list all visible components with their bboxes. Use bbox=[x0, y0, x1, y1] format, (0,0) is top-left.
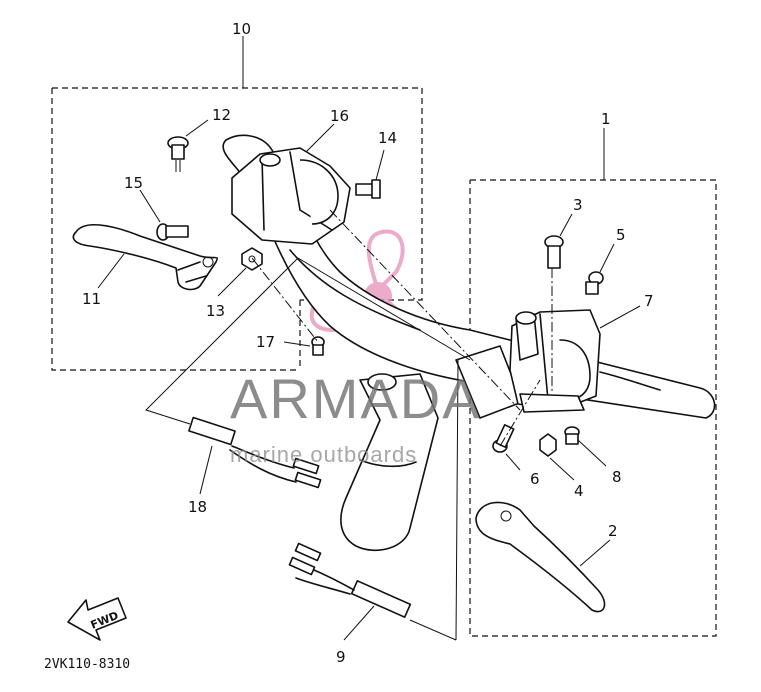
screw-8-icon bbox=[564, 426, 580, 445]
part-labels: 10 1 12 16 14 15 3 5 11 7 13 17 6 8 4 18… bbox=[82, 20, 654, 666]
screw-3-icon bbox=[544, 235, 564, 269]
part-label-4: 4 bbox=[574, 482, 584, 500]
part-label-3: 3 bbox=[573, 196, 583, 214]
part-label-9: 9 bbox=[336, 648, 346, 666]
switch-9-icon bbox=[288, 542, 412, 618]
part-label-15: 15 bbox=[124, 174, 143, 192]
part-label-14: 14 bbox=[378, 129, 397, 147]
group-box-1 bbox=[469, 179, 717, 637]
part-label-12: 12 bbox=[212, 106, 231, 124]
part-label-17: 17 bbox=[256, 333, 275, 351]
part-label-11: 11 bbox=[82, 290, 101, 308]
switch-18-icon bbox=[188, 416, 322, 489]
screw-5-icon bbox=[585, 271, 604, 295]
part-label-13: 13 bbox=[206, 302, 225, 320]
part-label-1: 1 bbox=[601, 110, 611, 128]
bolt-14-icon bbox=[355, 179, 381, 199]
nut-13-icon bbox=[241, 247, 263, 271]
part-label-7: 7 bbox=[644, 292, 654, 310]
part-label-18: 18 bbox=[188, 498, 207, 516]
part-label-5: 5 bbox=[616, 226, 626, 244]
part-label-6: 6 bbox=[530, 470, 540, 488]
part-label-10: 10 bbox=[232, 20, 251, 38]
label-leaders bbox=[97, 36, 641, 641]
part-label-16: 16 bbox=[330, 107, 349, 125]
part-label-8: 8 bbox=[612, 468, 622, 486]
left-lever-holder-assembly bbox=[72, 136, 381, 356]
nut-4-icon bbox=[539, 433, 557, 457]
diagram-code: 2VK110-8310 bbox=[44, 657, 130, 672]
watermark-brand: ARMADA bbox=[230, 367, 482, 430]
screw-17-icon bbox=[311, 336, 325, 356]
part-label-2: 2 bbox=[608, 522, 618, 540]
bolt-12-icon bbox=[167, 136, 189, 172]
watermark-tagline: marine outboards bbox=[230, 442, 417, 467]
fwd-arrow-icon: FWD bbox=[67, 597, 127, 641]
bolt-15-icon bbox=[156, 223, 189, 241]
assembly-lines bbox=[145, 209, 553, 641]
right-lever-holder-assembly bbox=[475, 235, 606, 613]
